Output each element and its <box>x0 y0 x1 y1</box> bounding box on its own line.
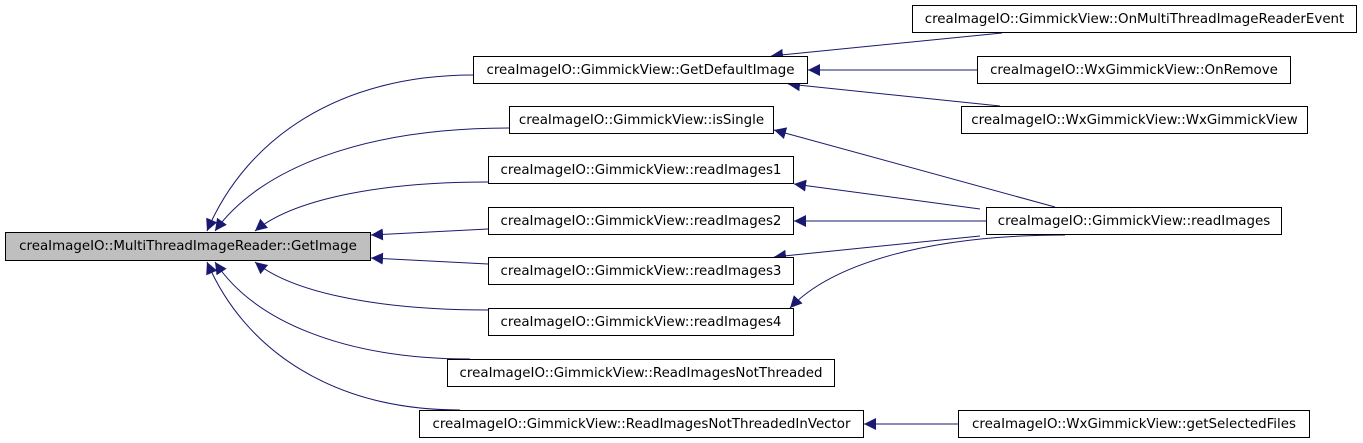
node-readimagesnotthreadedinvector[interactable]: creaImageIO::GimmickView::ReadImagesNotT… <box>419 410 864 438</box>
node-readimages3[interactable]: creaImageIO::GimmickView::readImages3 <box>488 257 794 285</box>
node-readimagesnotthreaded[interactable]: creaImageIO::GimmickView::ReadImagesNotT… <box>447 359 835 387</box>
node-issingle[interactable]: creaImageIO::GimmickView::isSingle <box>509 106 774 134</box>
node-readimages4[interactable]: creaImageIO::GimmickView::readImages4 <box>488 308 794 336</box>
node-readimages1[interactable]: creaImageIO::GimmickView::readImages1 <box>488 156 794 184</box>
node-onmultithreadimagereaderevent[interactable]: creaImageIO::GimmickView::OnMultiThreadI… <box>912 5 1357 33</box>
node-onremove[interactable]: creaImageIO::WxGimmickView::OnRemove <box>977 56 1291 84</box>
edge-readimages3-to-getimage <box>370 252 489 265</box>
edge-readimages1-to-getimage <box>254 181 489 232</box>
edge-readimages4-to-getimage <box>254 261 489 311</box>
edge-readimages-to-issingle <box>773 127 1056 208</box>
node-readimages2[interactable]: creaImageIO::GimmickView::readImages2 <box>488 207 794 235</box>
edge-wxgimmickview-to-getdefaultimage <box>787 79 1001 107</box>
edge-readimages-to-readimages4 <box>789 234 1066 309</box>
node-getimage[interactable]: creaImageIO::MultiThreadImageReader::Get… <box>5 232 371 261</box>
edge-readimages-to-readimages3 <box>773 235 981 262</box>
edges <box>206 32 1066 430</box>
node-wxgimmickview[interactable]: creaImageIO::WxGimmickView::WxGimmickVie… <box>961 106 1308 134</box>
edge-issingle-to-getimage <box>214 127 510 232</box>
edge-readimages-to-readimages1 <box>793 179 981 210</box>
edge-readimagesnotthreaded-to-getimage <box>214 261 471 360</box>
edge-onmultithreadimagereaderevent-to-getdefaultimage <box>770 32 1003 61</box>
node-getdefaultimage[interactable]: creaImageIO::GimmickView::GetDefaultImag… <box>473 56 808 84</box>
edge-getdefaultimage-to-getimage <box>206 74 474 232</box>
edge-readimages2-to-getimage <box>370 228 489 241</box>
node-readimages[interactable]: creaImageIO::GimmickView::readImages <box>986 207 1282 235</box>
node-getselectedfiles[interactable]: creaImageIO::WxGimmickView::getSelectedF… <box>958 410 1310 438</box>
edge-readimagesnotthreadedinvector-to-getimage <box>206 261 461 411</box>
